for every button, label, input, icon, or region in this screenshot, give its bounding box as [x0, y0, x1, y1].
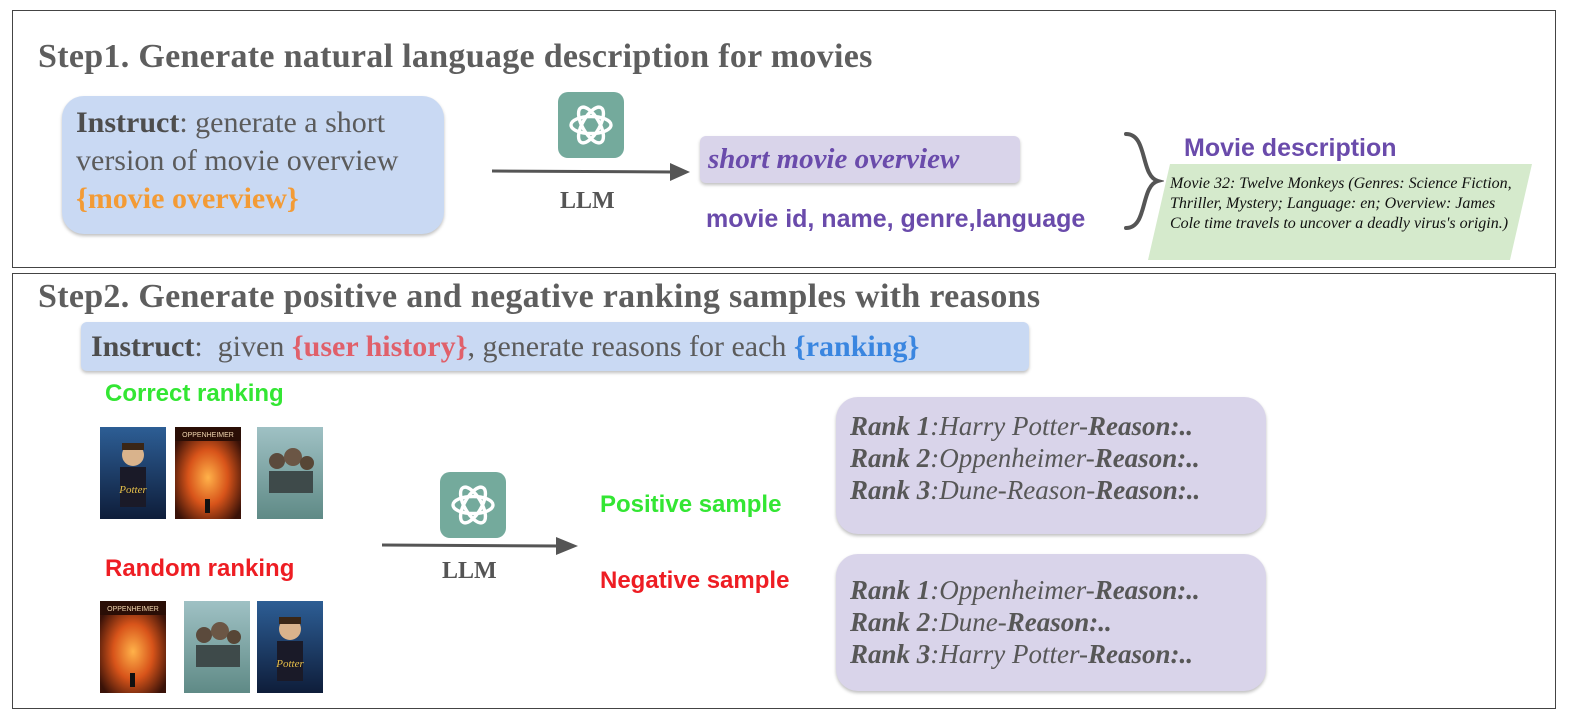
step1-panel — [12, 10, 1556, 268]
step2-title: Step2. Generate positive and negative ra… — [38, 278, 1041, 315]
step1-instruct-text: : generate a short version of movie over… — [76, 106, 399, 177]
rank-reason: Reason:.. — [1006, 607, 1112, 637]
step2-panel — [12, 273, 1556, 709]
rank-number: Rank 3 — [850, 639, 931, 669]
poster-dune — [257, 427, 323, 519]
step2-llm-icon — [440, 472, 506, 538]
ranking-placeholder: {ranking} — [793, 330, 920, 363]
rank-reason: Reason:.. — [1087, 411, 1193, 441]
rank-number: Rank 1 — [850, 575, 931, 605]
poster-dune — [184, 601, 250, 693]
positive-sample-label: Positive sample — [600, 491, 782, 518]
rank-number: Rank 1 — [850, 411, 931, 441]
step1-arrow — [492, 163, 690, 181]
poster-harry-potter: Potter — [257, 601, 323, 693]
step1-llm-label: LLM — [560, 188, 615, 214]
step2-arrow — [382, 537, 578, 555]
rank-number: Rank 3 — [850, 475, 931, 505]
poster-oppenheimer: OPPENHEIMER — [100, 601, 166, 693]
rank-reason: Reason:.. — [1095, 475, 1201, 505]
step1-instruct-label: Instruct — [76, 106, 180, 139]
rank-reason: Reason:.. — [1094, 575, 1200, 605]
movie-description-title: Movie description — [1184, 134, 1397, 162]
step1-title: Step1. Generate natural language descrip… — [38, 38, 873, 75]
rank-reason: Reason:.. — [1094, 443, 1200, 473]
openai-logo-icon — [451, 485, 495, 525]
rank-movie: :Dune-Reason- — [930, 475, 1096, 505]
poster-oppenheimer: OPPENHEIMER — [175, 427, 241, 519]
random-ranking-label: Random ranking — [105, 555, 295, 582]
step2-instruct-label: Instruct — [91, 330, 195, 363]
step1-instruct-placeholder: {movie overview} — [76, 182, 299, 215]
rank-number: Rank 2 — [850, 443, 931, 473]
rank-line: Rank 3:Harry Potter-Reason:.. — [850, 638, 1266, 670]
rank-reason: Reason:.. — [1087, 639, 1193, 669]
step2-instruct-part1: : given — [194, 330, 292, 363]
movie-meta-fields: movie id, name, genre,language — [706, 205, 1086, 233]
negative-sample-label: Negative sample — [600, 567, 790, 594]
rank-line: Rank 1:Oppenheimer-Reason:.. — [850, 574, 1266, 606]
rank-line: Rank 3:Dune-Reason-Reason:.. — [850, 474, 1266, 506]
curly-brace — [1124, 132, 1164, 230]
user-history-placeholder: {user history} — [291, 330, 468, 363]
rank-movie: :Dune- — [930, 607, 1007, 637]
movie-description-text: Movie 32: Twelve Monkeys (Genres: Scienc… — [1170, 175, 1512, 232]
svg-text:Potter: Potter — [118, 484, 147, 496]
poster-harry-potter: Potter — [100, 427, 166, 519]
step2-instruct-part2: , generate reasons for each — [467, 330, 794, 363]
short-movie-overview-label: short movie overview — [708, 143, 960, 175]
step1-instruct-box: Instruct: generate a short version of mo… — [62, 96, 444, 234]
correct-ranking-label: Correct ranking — [105, 380, 284, 407]
negative-sample-box: Rank 1:Oppenheimer-Reason:.. Rank 2:Dune… — [836, 554, 1266, 691]
rank-number: Rank 2 — [850, 607, 931, 637]
rank-movie: :Oppenheimer- — [930, 443, 1095, 473]
rank-movie: :Oppenheimer- — [930, 575, 1095, 605]
svg-text:OPPENHEIMER: OPPENHEIMER — [107, 606, 159, 613]
rank-movie: :Harry Potter- — [930, 411, 1088, 441]
short-movie-overview-box: short movie overview — [700, 136, 1020, 183]
svg-text:OPPENHEIMER: OPPENHEIMER — [182, 432, 234, 439]
step1-llm-icon — [558, 92, 624, 158]
svg-text:Potter: Potter — [275, 658, 304, 670]
step2-instruct-box: Instruct: given {user history}, generate… — [81, 322, 1029, 371]
movie-description-background — [1148, 164, 1532, 260]
rank-line: Rank 2:Dune-Reason:.. — [850, 606, 1266, 638]
step2-llm-label: LLM — [442, 558, 497, 584]
rank-movie: :Harry Potter- — [930, 639, 1088, 669]
openai-logo-icon — [569, 105, 613, 145]
positive-sample-box: Rank 1:Harry Potter-Reason:.. Rank 2:Opp… — [836, 397, 1266, 534]
rank-line: Rank 1:Harry Potter-Reason:.. — [850, 410, 1266, 442]
rank-line: Rank 2:Oppenheimer-Reason:.. — [850, 442, 1266, 474]
